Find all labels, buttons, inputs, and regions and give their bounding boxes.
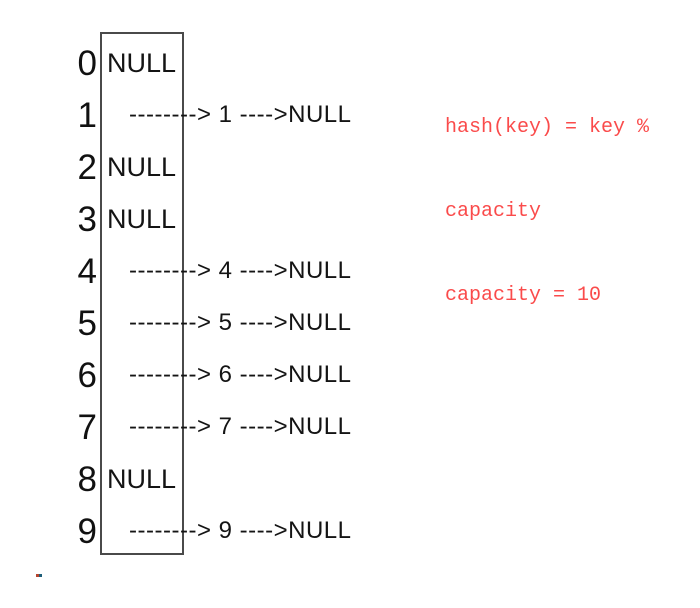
bucket-index: 1 [77, 95, 97, 135]
note-line-2: capacity [445, 200, 542, 223]
bucket-index: 0 [77, 43, 97, 83]
bucket-content: NULL [107, 47, 177, 78]
hash-function-note: hash(key) = key % capacity capacity = 10 [445, 58, 649, 366]
bucket-index: 2 [77, 147, 97, 187]
bucket-index: 9 [77, 511, 97, 551]
stray-pixel-artifact [36, 574, 43, 577]
bucket-row-0: 0 NULL [0, 37, 700, 89]
bucket-row-2: 2 NULL [0, 141, 700, 193]
bucket-index: 7 [77, 407, 97, 447]
bucket-row-3: 3 NULL [0, 193, 700, 245]
bucket-chain: --------> 6 ---->NULL [129, 361, 352, 388]
bucket-content: NULL [107, 203, 177, 234]
bucket-row-8: 8 NULL [0, 453, 700, 505]
bucket-index: 6 [77, 355, 97, 395]
bucket-index: 4 [77, 251, 97, 291]
bucket-row-9: 9 --------> 9 ---->NULL [0, 505, 700, 557]
bucket-index: 3 [77, 199, 97, 239]
note-line-3: capacity = 10 [445, 284, 602, 307]
bucket-chain: --------> 5 ---->NULL [129, 309, 352, 336]
bucket-array-box [100, 32, 184, 555]
bucket-chain: --------> 4 ---->NULL [129, 257, 352, 284]
bucket-row-6: 6 --------> 6 ---->NULL [0, 349, 700, 401]
note-line-1: hash(key) = key % [445, 116, 650, 139]
bucket-index: 8 [77, 459, 97, 499]
bucket-chain: --------> 7 ---->NULL [129, 413, 352, 440]
bucket-row-7: 7 --------> 7 ---->NULL [0, 401, 700, 453]
bucket-index: 5 [77, 303, 97, 343]
bucket-content: NULL [107, 151, 177, 182]
bucket-row-5: 5 --------> 5 ---->NULL [0, 297, 700, 349]
bucket-row-4: 4 --------> 4 ---->NULL [0, 245, 700, 297]
bucket-chain: --------> 1 ---->NULL [129, 101, 352, 128]
bucket-row-1: 1 --------> 1 ---->NULL [0, 89, 700, 141]
bucket-rows: 0 NULL 1 --------> 1 ---->NULL 2 NULL 3 … [0, 37, 700, 557]
bucket-content: NULL [107, 463, 177, 494]
bucket-chain: --------> 9 ---->NULL [129, 517, 352, 544]
